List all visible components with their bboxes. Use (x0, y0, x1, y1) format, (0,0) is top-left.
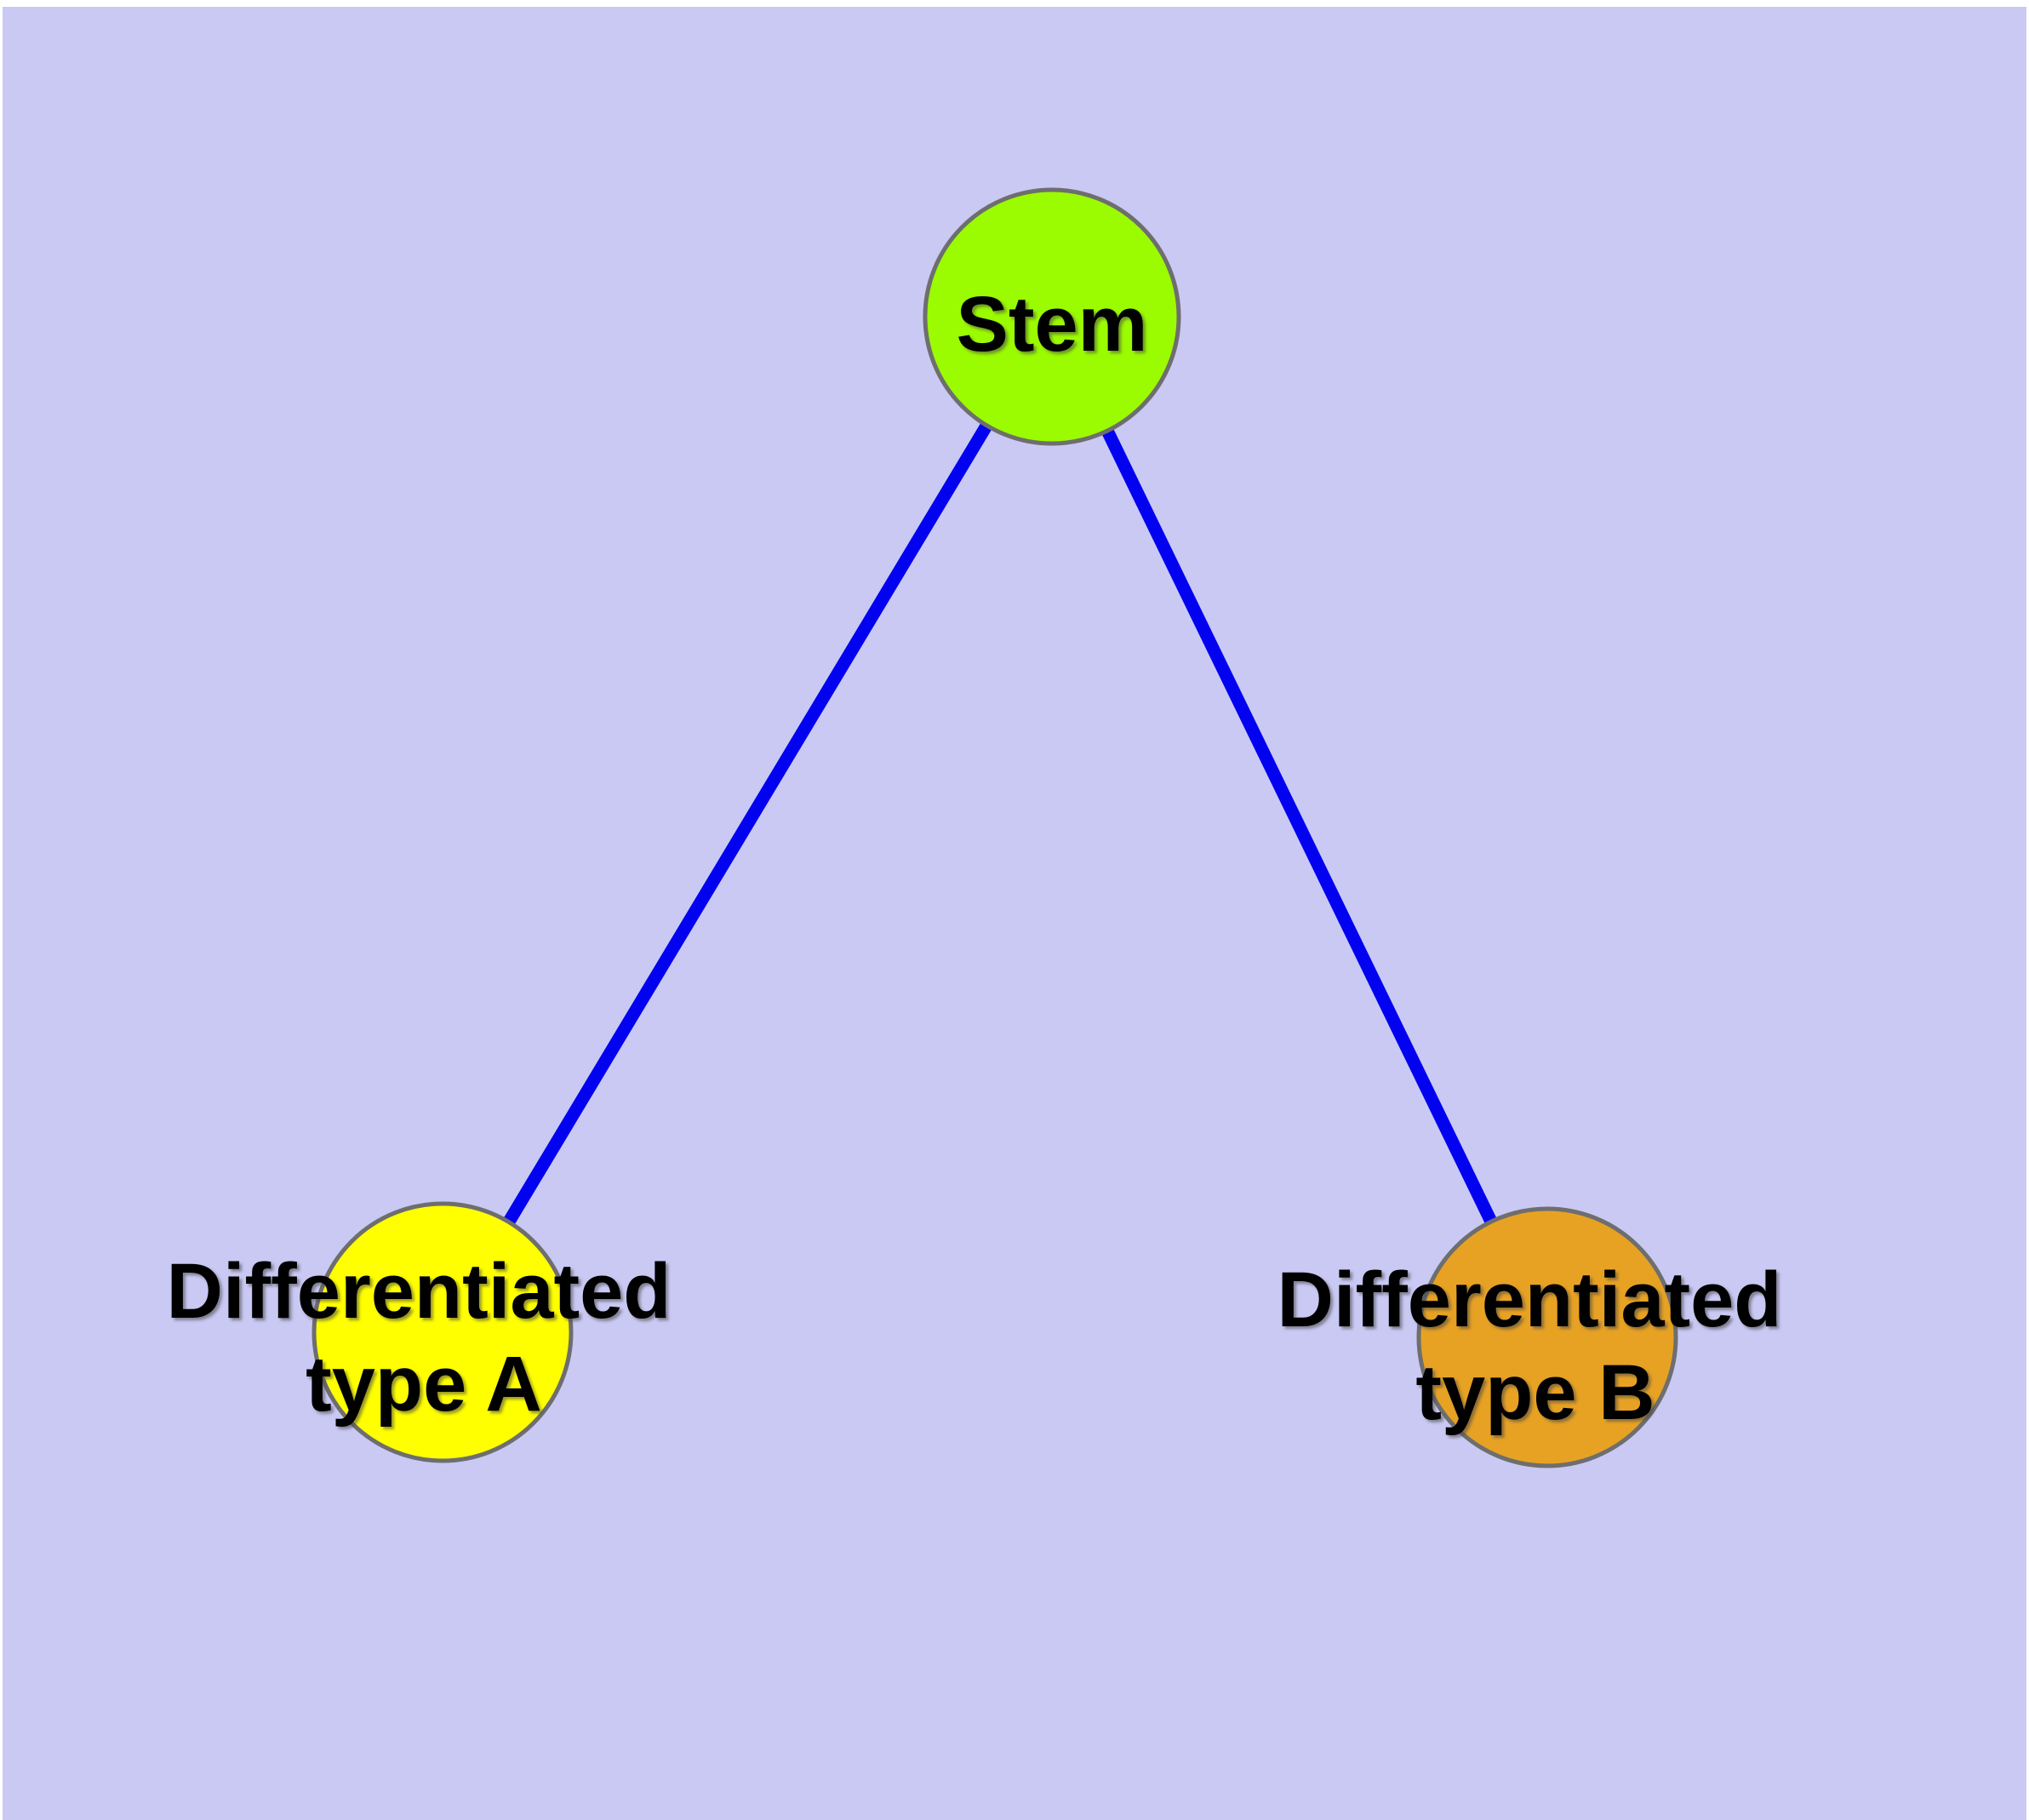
node-type-a-label-line1: Differentiated (167, 1248, 672, 1335)
node-type-b-label-line2: type B (1415, 1349, 1655, 1436)
node-type-b-label-line1: Differentiated (1277, 1256, 1782, 1343)
node-type-a-label-line2: type A (306, 1341, 542, 1428)
edge-stem-to-type-b (1046, 313, 1553, 1341)
node-differentiated-type-a (311, 1201, 574, 1463)
node-differentiated-type-b (1416, 1206, 1678, 1468)
edge-stem-to-type-a (437, 313, 1058, 1336)
node-stem-label: Stem (957, 281, 1148, 368)
node-stem (923, 187, 1181, 446)
